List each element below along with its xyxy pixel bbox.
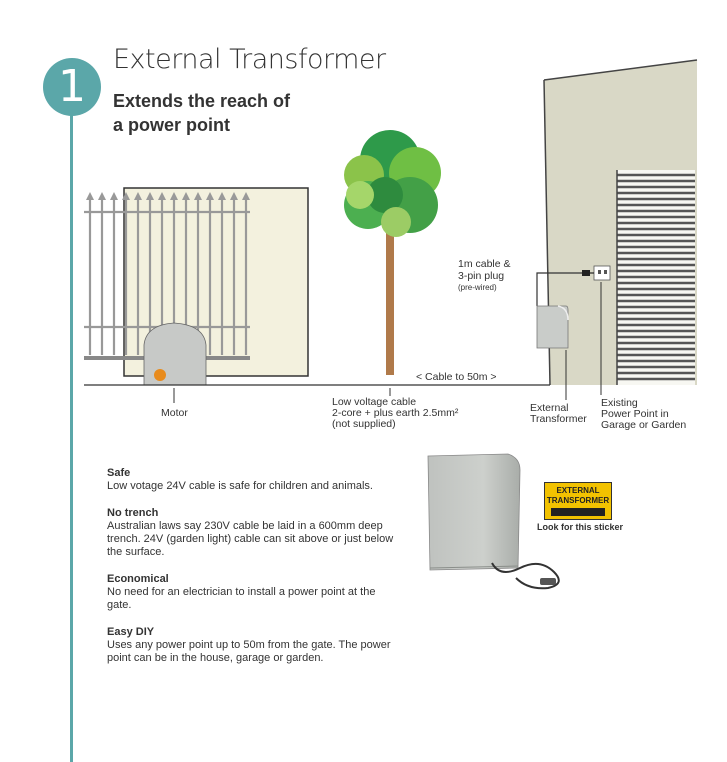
gate-motor-icon [143, 322, 207, 386]
label-cable-length: < Cable to 50m > [416, 371, 497, 383]
label-ext-transformer-line2: Transformer [530, 413, 587, 425]
sticker-caption: Look for this sticker [537, 522, 624, 532]
power-point-icon [582, 265, 611, 281]
feature-heading: No trench [107, 507, 159, 519]
feature-heading: Safe [107, 467, 131, 479]
feature-text: Australian laws say 230V cable be laid i… [107, 520, 394, 558]
feature-easy-diy: Easy DIY Uses any power point up to 50m … [107, 626, 397, 665]
sticker-fineprint [551, 508, 605, 516]
feature-heading: Easy DIY [107, 626, 155, 638]
feature-no-trench: No trench Australian laws say 230V cable… [107, 507, 397, 559]
label-cable-plug-line1: 1m cable & [458, 258, 511, 270]
label-lv-cable-line2: 2-core + plus earth 2.5mm² [332, 407, 459, 419]
feature-heading: Economical [107, 573, 169, 585]
page-title: External Transformer [113, 44, 386, 75]
tree-icon [344, 130, 441, 375]
feature-economical: Economical No need for an electrician to… [107, 573, 397, 612]
label-motor: Motor [161, 407, 188, 419]
sticker-line1: EXTERNAL [556, 486, 600, 495]
label-power-point-line3: Garage or Garden [601, 419, 687, 431]
feature-safe: Safe Low votage 24V cable is safe for ch… [107, 467, 397, 493]
label-prewired: (pre-wired) [458, 283, 497, 292]
feature-text: Low votage 24V cable is safe for childre… [107, 480, 373, 492]
feature-text: No need for an electrician to install a … [107, 586, 376, 611]
label-ext-transformer-line1: External [530, 402, 569, 414]
page-subtitle: Extends the reach of a power point [113, 89, 373, 137]
label-lv-cable-line1: Low voltage cable [332, 396, 417, 408]
step-timeline-line [70, 110, 73, 762]
label-cable-plug-line2: 3-pin plug [458, 270, 505, 282]
label-power-point-line2: Power Point in [601, 408, 669, 420]
feature-text: Uses any power point up to 50m from the … [107, 639, 391, 664]
wall-transformer-icon [536, 305, 569, 349]
step-number-badge: 1 [43, 58, 101, 116]
plug-cable [536, 272, 582, 306]
subtitle-line-1: Extends the reach of [113, 91, 291, 111]
subtitle-line-2: a power point [113, 115, 230, 135]
gate-spikes [86, 192, 250, 200]
product-transformer-image [427, 453, 560, 590]
roller-door [616, 170, 695, 385]
label-lv-cable-line3: (not supplied) [332, 418, 396, 430]
label-leader-lines [173, 282, 602, 403]
sticker-line2: TRANSFORMER [546, 496, 610, 505]
label-power-point-line1: Existing [601, 397, 638, 409]
product-sticker: EXTERNAL TRANSFORMER [544, 482, 612, 520]
